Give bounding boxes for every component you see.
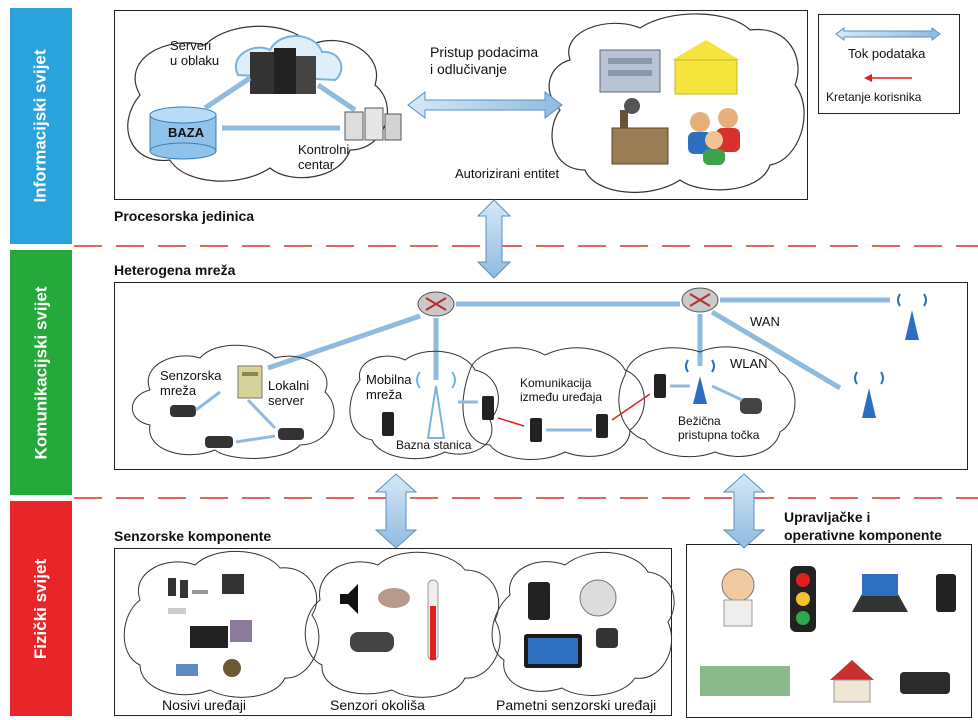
arrow-db-cloud [203,75,252,111]
label-smart-devices: Pametni senzorski uređaji [496,697,657,713]
env-sensors-cloud [304,551,501,698]
link-router-tower2 [710,309,842,391]
factory-icon [611,98,669,165]
label-database: BAZA [168,125,205,140]
tower-2-icon [854,371,884,418]
label-data-access: Pristup podacima i odlučivanje [430,44,539,77]
arrow-cloud-control [316,82,357,113]
label-sensor-network: Senzorska mreža [160,368,222,398]
arrow-comm-sensor [374,473,418,549]
title-control-components: Upravljačke i operativne komponente [784,509,942,543]
wearable-devices-icon [168,574,252,677]
d2d-cloud [462,347,645,460]
link-router-local [267,313,421,371]
database-icon [149,106,217,160]
smart-devices-cloud [491,551,675,696]
title-sensor-components: Senzorske komponente [114,528,272,544]
label-authorized: Autorizirani entitet [455,166,560,181]
layer-band-comm: Komunikacijski svijet [10,250,72,495]
label-d2d: Komunikacija između uređaja [520,376,603,404]
local-server-icon [237,365,263,399]
title-processing-unit: Procesorska jedinica [114,208,255,224]
user-move-2 [611,393,651,421]
label-wan: WAN [750,314,780,329]
arrow-comm-control [722,473,766,549]
smart-device-icons [524,579,618,668]
label-env-sensors: Senzori okoliša [330,697,425,713]
base-station-icon [416,371,456,439]
legend-data-flow-arrow [835,27,941,41]
layer-band-phys: Fizički svijet [10,501,72,716]
label-mobile-network: Mobilna mreža [366,372,412,402]
hospital-icon [599,49,661,93]
server-rack-icon [250,48,316,94]
router-right-icon [681,287,719,313]
wan-tower-icon [897,293,927,340]
label-wlan: WLAN [730,356,768,371]
env-sensor-icons [340,579,439,661]
arrow-access-data [407,90,563,120]
user-move-1 [497,417,525,427]
access-point-icon [685,359,715,404]
authorized-cloud [548,13,805,193]
title-heterogeneous-network: Heterogena mreža [114,262,236,278]
control-center-icon [344,107,402,141]
wlan-cloud [618,346,796,458]
label-local-server: Lokalni server [268,378,310,408]
government-building-icon [672,40,740,95]
wlan-camera-icon [740,398,762,414]
control-component-icons [700,566,956,703]
wearables-cloud [123,550,320,698]
legend-data-flow-label: Tok podataka [848,46,926,61]
label-wearables: Nosivi uređaji [162,697,247,713]
people-icon [688,108,740,165]
legend-user-movement-label: Kretanje korisnika [826,90,922,104]
router-left-icon [417,291,455,317]
sensor-net-cloud [131,344,335,459]
phones-icon [382,374,666,442]
arrow-info-comm [476,199,512,279]
label-control-center: Kontrolni centar [298,142,350,172]
label-base-station: Bazna stanica [396,438,472,452]
info-world-box [114,10,808,200]
sensor-cameras-icon [170,405,304,448]
mobile-net-cloud [349,350,499,460]
label-cloud-servers: Serveri u oblaku [170,38,220,68]
label-access-point: Bežična pristupna točka [678,414,760,442]
layer-band-info: Informacijski svijet [10,8,72,244]
